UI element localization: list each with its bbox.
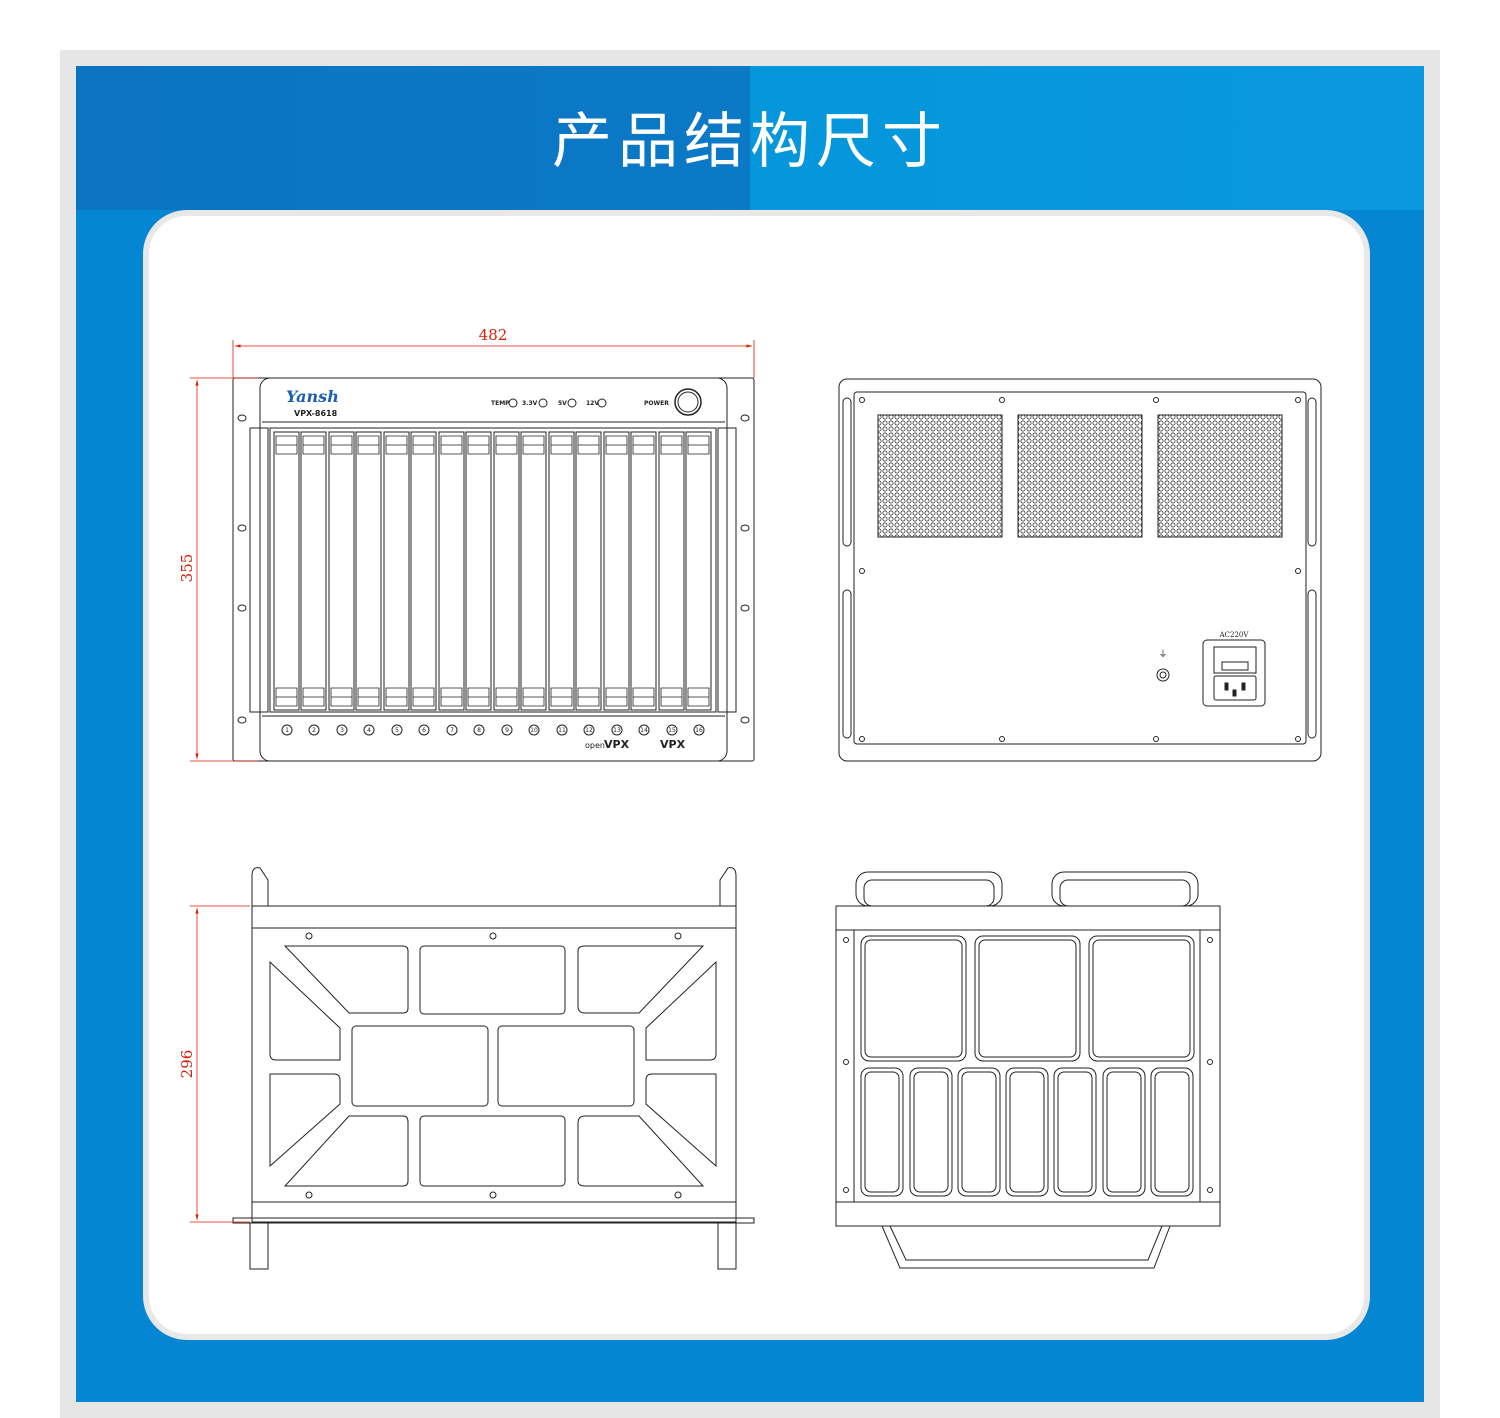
slot-number: 16 xyxy=(695,727,703,734)
bottom-handle-left xyxy=(855,871,1003,907)
rear-screws xyxy=(859,397,1301,742)
ground-terminal-icon xyxy=(1156,668,1170,682)
indicator-temp-label: TEMP xyxy=(491,400,510,407)
front-panel-outline xyxy=(259,377,728,762)
fan-vent-1 xyxy=(877,414,1003,538)
card-handles xyxy=(275,435,710,707)
right-handle xyxy=(719,867,737,906)
slot-number: 11 xyxy=(558,727,566,734)
right-rear-leg xyxy=(717,1222,737,1270)
front-texts: Yansh VPX-8618 TEMP 3.3V 5V 12V POWER 1 … xyxy=(285,387,703,751)
right-rail xyxy=(717,427,737,713)
led-temp-icon xyxy=(508,398,518,408)
ground-symbol: ⏚ xyxy=(1158,649,1167,660)
indicator-5v-label: 5V xyxy=(558,400,567,407)
model-label: VPX-8618 xyxy=(294,409,338,418)
side-screws xyxy=(305,932,682,1199)
slot-number: 2 xyxy=(312,727,316,734)
brand-logo: Yansh xyxy=(286,387,339,406)
bottom-handle-right xyxy=(1051,871,1199,907)
ac-input-label: AC220V xyxy=(1219,631,1250,639)
bottom-view xyxy=(835,871,1221,1269)
slot-number: 15 xyxy=(668,727,676,734)
slot-number: 4 xyxy=(367,727,371,734)
front-dimensions xyxy=(190,340,755,762)
rear-panel-inner xyxy=(853,391,1307,745)
bottom-frame xyxy=(835,929,1221,1203)
bottom-screws xyxy=(843,937,1213,1193)
left-rail xyxy=(249,427,269,713)
slot-number: 9 xyxy=(505,727,509,734)
side-cutouts xyxy=(269,945,717,1187)
front-view xyxy=(232,377,755,762)
slot-number: 3 xyxy=(340,727,344,734)
width-dimension-label: 482 xyxy=(479,326,508,344)
left-rear-leg xyxy=(249,1222,269,1270)
led-3v3-icon xyxy=(538,398,548,408)
slot-number: 14 xyxy=(640,727,648,734)
power-label: POWER xyxy=(644,400,669,407)
ac-socket-icon xyxy=(1213,675,1257,701)
drawing-card xyxy=(143,210,1370,1340)
left-handle xyxy=(251,867,269,906)
slot-number: 6 xyxy=(422,727,426,734)
side-frame xyxy=(251,927,737,1203)
page-title: 产品结构尺寸 xyxy=(552,107,948,177)
slot-number: 13 xyxy=(613,727,621,734)
ac-inlet-module xyxy=(1202,639,1266,707)
fan-vent-3 xyxy=(1157,414,1283,538)
card-cage xyxy=(269,427,717,713)
slot-number: 10 xyxy=(530,727,538,734)
bottom-cutouts xyxy=(860,935,1195,1197)
bottom-foot xyxy=(881,1225,1171,1269)
openvpx-logo: VPX xyxy=(604,738,630,751)
slot-number: 12 xyxy=(585,727,593,734)
slot-number: 5 xyxy=(395,727,399,734)
led-5v-icon xyxy=(567,398,577,408)
fan-vent-2 xyxy=(1017,414,1143,538)
side-view xyxy=(232,867,755,1270)
slot-number: 1 xyxy=(285,727,289,734)
rear-view xyxy=(838,378,1322,762)
bottom-bottom-rail xyxy=(835,1201,1221,1227)
side-dimensions xyxy=(190,905,250,1223)
rack-ear-holes xyxy=(237,414,750,724)
rear-panel-outline xyxy=(838,378,1322,762)
openvpx-open-label: open xyxy=(585,741,605,750)
led-12v-icon xyxy=(597,398,607,408)
bottom-top-rail xyxy=(835,905,1221,931)
power-button-icon xyxy=(674,388,702,416)
indicator-12v-label: 12V xyxy=(586,400,599,407)
height-dimension-label: 355 xyxy=(178,554,196,583)
side-bottom-rail xyxy=(251,1201,737,1223)
vpx-logo: VPX xyxy=(660,738,686,751)
indicator-3v3-label: 3.3V xyxy=(522,400,538,407)
side-top-rail xyxy=(251,905,737,929)
slot-numbers: 1 2 3 4 5 6 7 8 9 10 11 12 13 14 15 16 xyxy=(285,727,703,734)
depth-dimension-label: 296 xyxy=(178,1050,196,1079)
card-slots xyxy=(273,431,712,711)
slot-number: 7 xyxy=(450,727,454,734)
slot-number: 8 xyxy=(477,727,481,734)
slot-number-circles xyxy=(281,724,705,736)
